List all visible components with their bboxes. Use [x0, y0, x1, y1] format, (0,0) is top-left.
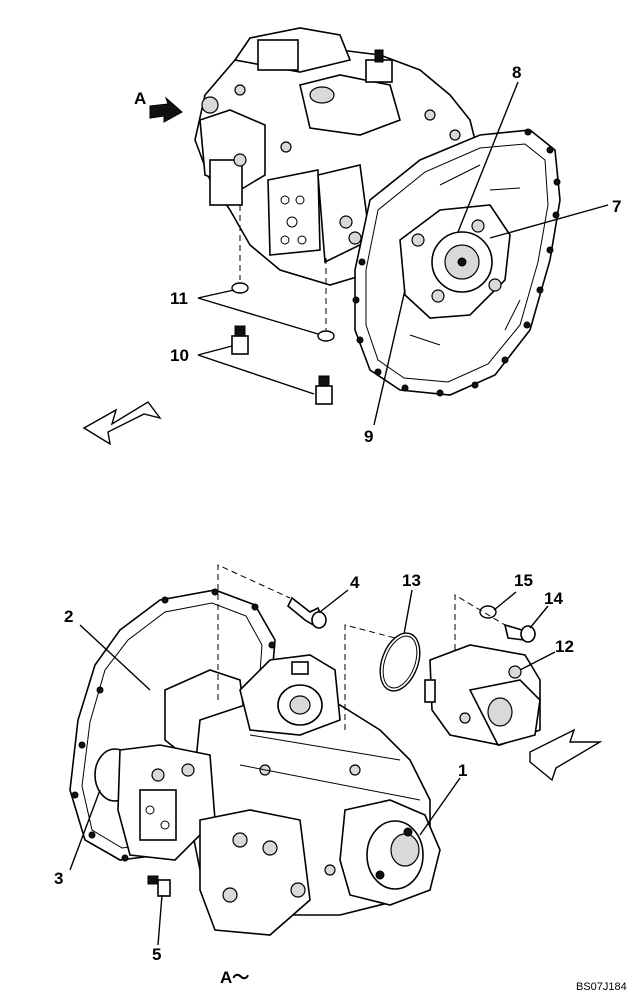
top-leader-lines	[197, 81, 609, 426]
callout-1: 1	[458, 761, 467, 780]
view-caption: A～	[220, 968, 249, 987]
top-pump-assembly	[194, 27, 561, 397]
callout-5: 5	[152, 945, 161, 964]
direction-arrow-right	[529, 728, 603, 782]
view-a-arrow	[149, 96, 183, 123]
part-4-bolt	[286, 596, 327, 629]
part-14-bolt	[503, 623, 536, 643]
part-5-bolt	[147, 875, 171, 897]
callout-14: 14	[544, 589, 563, 608]
part-10-fittings	[231, 325, 333, 405]
callout-4: 4	[350, 573, 360, 592]
part-15-washer	[479, 605, 497, 619]
callout-13: 13	[402, 571, 421, 590]
callout-3: 3	[54, 869, 63, 888]
callout-8: 8	[512, 63, 521, 82]
callout-15: 15	[514, 571, 533, 590]
callout-2: 2	[64, 607, 73, 626]
bottom-pump-assembly	[69, 588, 441, 936]
part-12-gear-pump	[424, 644, 541, 746]
direction-arrow-left	[82, 401, 162, 446]
callout-10: 10	[170, 346, 189, 365]
part-13-o-ring-inner	[382, 635, 418, 689]
drawing-code: BS07J184	[576, 981, 627, 993]
callout-7: 7	[612, 197, 621, 216]
bottom-dashed-guides	[217, 564, 506, 730]
callout-12: 12	[555, 637, 574, 656]
part-11-o-rings	[231, 282, 335, 342]
callout-9: 9	[364, 427, 373, 446]
view-a-marker: A	[134, 89, 146, 108]
bottom-leader-lines	[69, 589, 556, 946]
callout-11: 11	[170, 289, 188, 308]
part-13-o-ring	[379, 632, 421, 692]
